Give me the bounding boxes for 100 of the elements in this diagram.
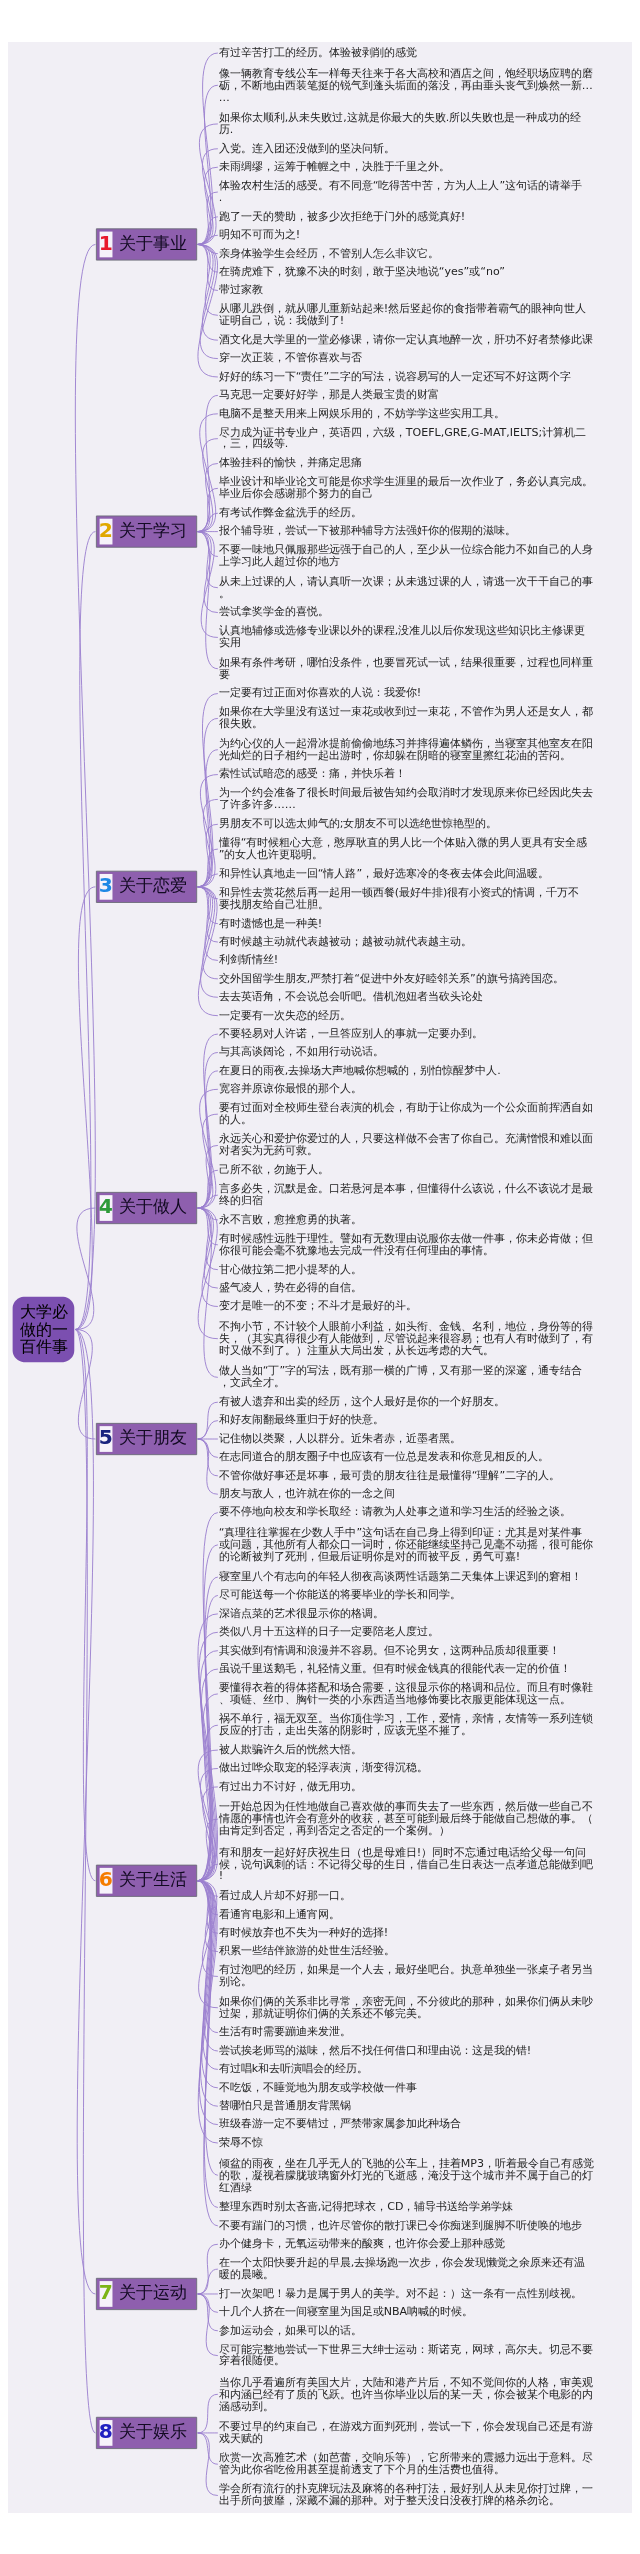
connector <box>197 1724 219 1881</box>
connector <box>197 243 219 341</box>
node-text: 倾盆的雨夜，坐在几乎无人的飞驰的公车上，挂着MP3，听着最令自己有感觉的歌，凝视着朦胧玻璃窗外灯光的飞逝感，淹没于这个城市并不属于自己的灯红酒绿 <box>218 2156 594 2194</box>
node-text: 甘心做拉第二把小提琴的人。 <box>218 1262 362 1276</box>
node-text: 一开始总因为任性地做自己喜欢做的事而失去了一些东西，然后做一些自己不情愿的事情也许会有意外的收获，甚至可能到最后终于能做自己想做的事。（由肯定到否定，再到否定之否定的一个案例。） <box>218 1799 593 1837</box>
node-text: 己所不欲，勿施于人。 <box>218 1162 329 1176</box>
node-text: 为一个约会准备了很长时间最后被告知约会取消时才发现原来你已经因此失去了许多许多…… <box>218 785 593 811</box>
connector <box>197 2293 219 2313</box>
connector <box>197 2431 219 2465</box>
node-text: 有过出力不讨好，做无用功。 <box>218 1779 362 1793</box>
connector <box>197 122 219 245</box>
node-text: 一定要有过正面对你喜欢的人说：我爱你! <box>218 685 422 699</box>
node-text: 如果有条件考研，哪怕没条件，也要冒死试一试，结果很重要，过程也同样重要 <box>218 655 593 681</box>
connector <box>197 2431 219 2433</box>
connector <box>197 1207 219 1339</box>
node-text: 要懂得衣着的得体搭配和场合需要，这很显示你的格调和品位。而且有时像鞋、项链、丝巾、胸针一类的小东西适当地修饰要比衣服更能体现这一点。 <box>218 1680 593 1706</box>
node-text: 从哪儿跌倒，就从哪儿重新站起来!然后竖起你的食指带着霸气的眼神向世人证明自己，说：我做到了! <box>218 301 587 327</box>
connector <box>197 1438 219 1495</box>
node-text: 不要过早的约束自己，在游戏方面判死刑，尝试一下，你会发现自己还是有游戏天赋的 <box>218 2419 593 2445</box>
node-text: 做出过哗众取宠的轻浮表演，渐变得沉稳。 <box>218 1760 428 1774</box>
node-text: 体验挂科的愉快，并痛定思痛 <box>218 455 362 469</box>
node-text: 做人当如“丁”字的写法，既有那一横的广博，又有那一竖的深邃，通专结合，文武全才。 <box>218 1363 583 1389</box>
node-text: 为约心仪的人一起滑冰提前偷偷地练习并摔得遍体鳞伤，当寝室其他室友在阳光灿烂的日子相约一起出游时，你却躲在阴暗的寝室里擦红花油的苦闷。 <box>218 736 593 762</box>
node-text: 男朋友不可以选太帅气的;女朋友不可以选绝世惊艳型的。 <box>218 816 498 830</box>
connector <box>197 2243 219 2294</box>
node-text: 和好友闹翻最终重归于好的快意。 <box>218 1412 384 1426</box>
node-text: 有时遗憾也是一种美! <box>218 916 323 929</box>
node-text: 虽说千里送鹅毛，礼轻情义重。但有时候金钱真的很能代表一定的价值！ <box>218 1661 571 1675</box>
node-text: 其实做到有情调和浪漫并不容易。但不论男女，这两种品质却很重要！ <box>218 1643 560 1657</box>
node-text: 尝试拿奖学金的喜悦。 <box>218 604 329 618</box>
connector <box>197 2293 219 2331</box>
connector <box>197 512 219 532</box>
node-text: 不要有踹门的习惯，也许尽管你的散打课已令你痴迷到腿脚不听使唤的地步 <box>218 2218 582 2232</box>
connector <box>74 885 96 1330</box>
node-text: 欣赏一次高雅艺术（如芭蕾，交响乐等），它所带来的震撼力远出于意料。尽管为此你省吃俭用甚至提前透支了下个月的生活费也值得。 <box>218 2450 593 2476</box>
connector <box>197 1113 219 1208</box>
node-text: 和异性认真地走一回“情人路”，最好选寒冷的冬夜去体会此间温暖。 <box>218 866 550 880</box>
connector <box>197 1144 219 1208</box>
node-text: 懂得“有时候粗心大意，憨厚耿直的男人比一个体贴入微的男人更具有安全感”的女人也许更聪明。 <box>218 835 588 861</box>
node-text: 不管你做好事还是坏事，最可贵的朋友往往是最懂得“理解”二字的人。 <box>218 1468 561 1482</box>
node-text: 报个辅导班，尝试一下被那种辅导方法强奸你的假期的滋味。 <box>218 523 516 537</box>
connector <box>74 243 96 1330</box>
connector <box>197 462 219 532</box>
node-text: 一定要有一次失恋的经历。 <box>218 1008 351 1022</box>
node-text: 打一次架吧！暴力是属于男人的美学。对不起：）这一条有一点性别歧视。 <box>218 2286 582 2300</box>
node-text: 利剑斩情丝! <box>218 952 279 966</box>
connector <box>197 1401 219 1439</box>
node-text: 电脑不是整天用来上网娱乐用的，不妨学学这些实用工具。 <box>218 406 505 420</box>
node-text: 有时候越主动就代表越被动；越被动就代表越主动。 <box>218 934 472 948</box>
connector <box>197 166 219 245</box>
connector <box>197 215 219 245</box>
node-text: 有和朋友一起好好庆祝生日（也是母难日!）同时不忘通过电话给父母一句问候，说句讽刺的话：不记得父母的生日，借自己生日表达一点孝道总能做到吧! <box>218 1845 593 1882</box>
node-text: 宽容并原谅你最恨的那个人。 <box>218 1081 362 1095</box>
connector <box>197 2393 219 2433</box>
connector <box>197 52 219 245</box>
node-text: 像一辆教育专线公车一样每天往来于各大高校和酒店之间，饱经职场应聘的磨砺，不断地由西装笔挺的锐气到蓬头垢面的落没，再由垂头丧气到焕然一新…… <box>218 66 593 104</box>
node-text: 索性试试暗恋的感受：痛，并快乐着！ <box>218 766 406 780</box>
node-text: 办个健身卡，无氧运动带来的酸爽，也许你会爱上那种感觉 <box>218 2236 505 2250</box>
node-text: 认真地辅修或选修专业课以外的课程,没准儿以后你发现这些知识比主修课更实用 <box>218 623 586 649</box>
node-text: 如果你在大学里没有送过一束花或收到过一束花，不管作为男人还是女人，都很失败。 <box>218 704 593 730</box>
node-text: 学会所有流行的扑克牌玩法及麻将的各种打法，最好别人从未见你打过牌，一出手所向披靡，深藏不漏的那种。对于整天没日没夜打牌的格杀勿论。 <box>218 2481 593 2507</box>
connector <box>197 2268 219 2294</box>
node-text: 记住物以类聚，人以群分。近朱者赤，近墨者黑。 <box>218 1431 461 1445</box>
node-text: 有过唱k和去听演唱会的经历。 <box>218 2061 369 2075</box>
node-text: 不要一味地只佩服那些远强于自己的人，至少从一位综合能力不如自己的人身上学习此人超过你的地方 <box>218 542 593 568</box>
node-text: 尝试挨老师骂的滋味，然后不找任何借口和理由说：这是我的错! <box>218 2043 532 2057</box>
node-text: 尽可能送每一个你能送的将要毕业的学长和同学。 <box>218 1587 461 1601</box>
node-text: 带过家教 <box>218 282 263 296</box>
node-text: 交外国留学生朋友,严禁打着“促进中外友好睦邻关系”的旗号搞跨国恋。 <box>218 971 564 985</box>
node-text: 盛气凌人，势在必得的自信。 <box>218 1280 362 1294</box>
node-text: 在骑虎难下，犹豫不决的时刻，敢于坚决地说“yes”或“no” <box>218 264 506 278</box>
node-text: 言多必失，沉默是金。口若悬河是本事，但懂得什么该说，什么不该说才是最终的归宿 <box>218 1181 593 1207</box>
node-text: 看过成人片却不好那一口。 <box>218 1888 351 1902</box>
node-text: 在志同道合的朋友圈子中也应该有一位总是发表和你意见相反的人。 <box>218 1449 549 1463</box>
node-text: 毕业设计和毕业论文可能是你求学生涯里的最后一次作业了，务必认真完成。毕业后你会感谢那个努力的自己 <box>218 474 593 500</box>
node-text: 参加运动会，如果可以的话。 <box>218 2323 362 2337</box>
node-text: 班级春游一定不要错过，严禁带家属参加此种场合 <box>218 2116 461 2130</box>
node-text: 看通宵电影和上通宵网。 <box>218 1907 340 1921</box>
node-text: 类似八月十五这样的日子一定要陪老人度过。 <box>218 1624 439 1638</box>
node-text: 去去英语角，不会说总会听吧。借机泡妞者当砍头论处 <box>218 989 483 1003</box>
connector <box>197 530 219 669</box>
node-text: 不要轻易对人许诺，一旦答应别人的事就一定要办到。 <box>218 1026 483 1040</box>
node-text: 与其高谈阔论，不如用行动说话。 <box>218 1044 384 1058</box>
node-text: 未雨绸缪，运筹于帷幄之中，决胜于千里之外。 <box>218 159 450 173</box>
node-text: 变才是唯一的不变；不斗才是最好的斗。 <box>218 1298 417 1312</box>
connector <box>197 243 219 316</box>
connector <box>197 2293 219 2356</box>
node-text: 不拘小节，不计较个人眼前小利益，如头衔、金钱、名利，地位，身份等的得失，（其实真得很少有人能做到，尽管说起来很容易；也有人有时做到了，有时又做不到了。）注重从大局出发，从长远考虑的大气。 <box>218 1319 593 1357</box>
node-text: 朋友与敌人，也许就在你的一念之间 <box>218 1486 395 1500</box>
node-text: 被人欺骗许久后的恍然大悟。 <box>218 1742 362 1756</box>
node-text: 荣辱不惊 <box>218 2135 263 2149</box>
connector <box>197 1438 219 1476</box>
connector <box>197 84 219 245</box>
node-text: 尽力成为证书专业户，英语四，六级，TOEFL,GRE,G-MAT,IELTS;计算机二，三，四级等. <box>218 425 587 450</box>
connector <box>197 2293 219 2294</box>
node-text: 寝室里八个有志向的年轻人彻夜高谈两性话题第二天集体上课迟到的窘相！ <box>218 1569 582 1583</box>
node-text: 明知不可而为之! <box>218 227 301 241</box>
connector <box>197 191 219 245</box>
node-text: 当你几乎看遍所有美国大片，大陆和港产片后，不知不觉间你的人格，审美观和内涵已经有了质的飞跃。也许当你毕业以后的某一天，你会被某个电影的内涵感动到。 <box>218 2375 593 2413</box>
node-text: 替哪怕只是普通朋友背黑锅 <box>218 2098 351 2112</box>
